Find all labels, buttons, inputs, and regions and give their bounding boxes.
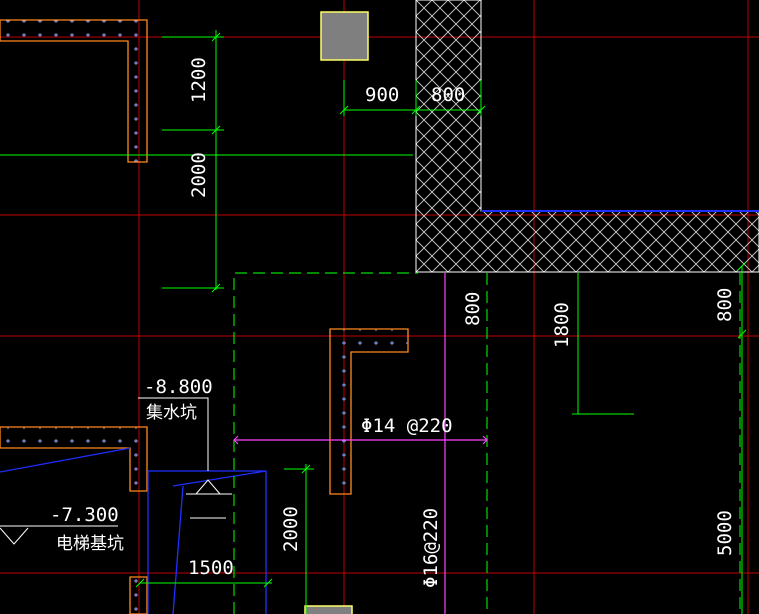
dim-2000-lower: 2000 <box>280 506 302 552</box>
wall-bottom-left <box>0 426 148 614</box>
sump-name: 集水坑 <box>146 403 197 423</box>
column-block <box>320 11 369 61</box>
dim-5000: 5000 <box>714 510 736 556</box>
wall-top-left <box>0 19 148 163</box>
elevator-name: 电梯基坑 <box>56 534 124 554</box>
rebar-lines <box>233 273 488 614</box>
rebar-label-horizontal: Φ14 @220 <box>361 415 453 437</box>
leader-lines <box>0 397 232 545</box>
dim-1800: 1800 <box>551 302 573 348</box>
sump-level: -8.800 <box>144 376 213 398</box>
dim-800-right: 800 <box>714 288 736 322</box>
column-block-bottom <box>304 605 353 614</box>
dim-800-top: 800 <box>431 84 465 106</box>
wall-middle <box>329 328 409 495</box>
dim-800-mid: 800 <box>462 292 484 326</box>
dim-1500: 1500 <box>188 557 234 579</box>
rebar-label-vertical: Φ16@220 <box>420 508 442 588</box>
pit-outline <box>0 447 267 614</box>
elevator-level: -7.300 <box>50 504 119 526</box>
dim-2000-upper: 2000 <box>188 152 210 198</box>
dimension-lines <box>0 30 747 614</box>
hatched-wall <box>415 0 759 273</box>
dashed-boundary <box>233 272 741 614</box>
dim-900: 900 <box>365 84 399 106</box>
dim-1200: 1200 <box>188 57 210 103</box>
